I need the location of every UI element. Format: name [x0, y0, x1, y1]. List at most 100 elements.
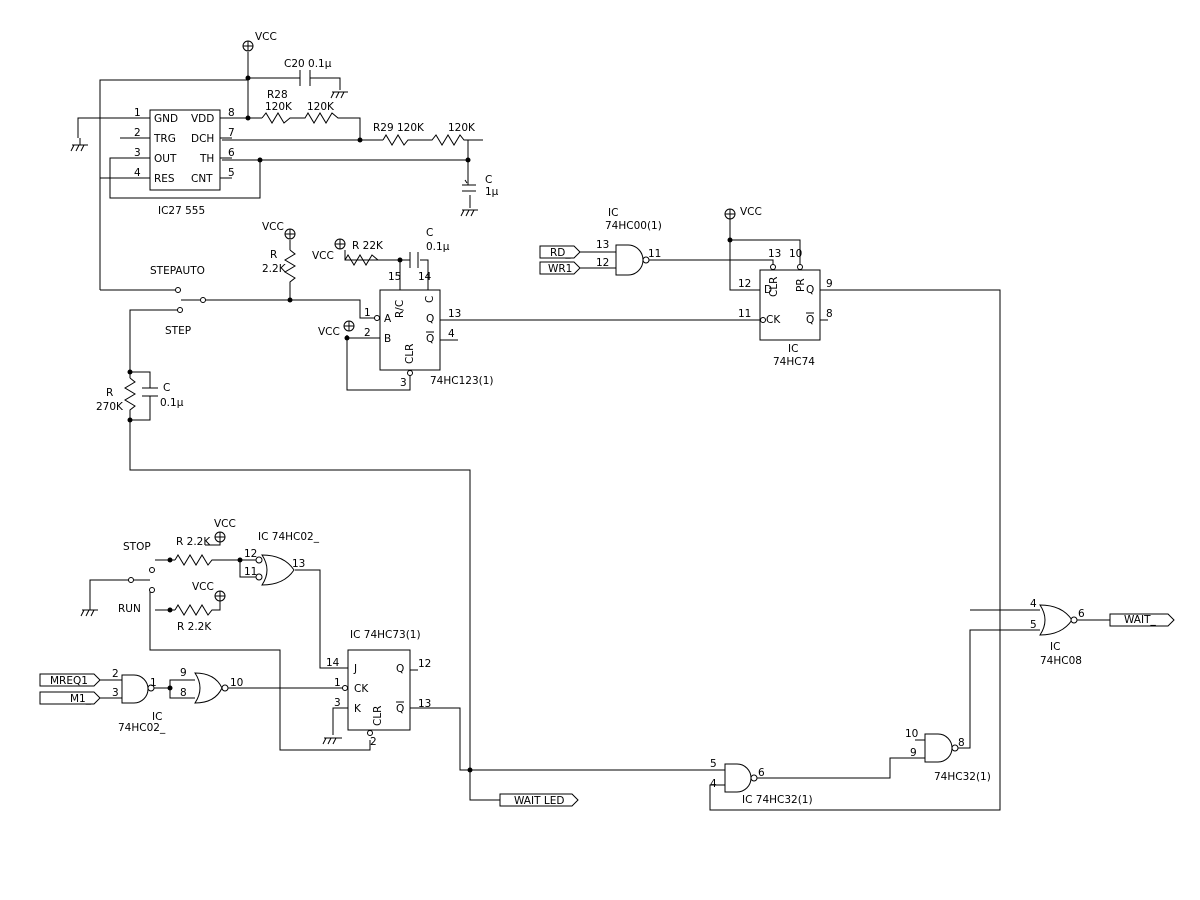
component-label: C20 0.1μ: [284, 58, 332, 70]
pin-number: 12: [596, 257, 609, 269]
signal-label: RD_: [550, 247, 571, 259]
pin-number: 5: [228, 167, 235, 179]
pin-number: 3: [400, 377, 407, 389]
ground-symbol: [460, 209, 478, 217]
component-value: 0.1μ: [426, 241, 450, 253]
pin-number: 6: [228, 147, 235, 159]
pin-name: Q: [396, 663, 404, 675]
pin-number: 13: [292, 558, 305, 570]
pin-name: A: [384, 313, 392, 325]
component-value: 120K: [265, 101, 293, 113]
pin-name: R/C: [394, 300, 406, 318]
ic-74hc123: 1 2 15 14 13 4 3 A B Q Q R/C C CLR 74HC1…: [364, 271, 494, 389]
pin-name: CLR: [372, 706, 384, 726]
signal-wait-led: WAIT LED: [499, 793, 579, 807]
pin-name: CNT: [191, 173, 213, 185]
component-value: 120K: [448, 122, 476, 134]
component-value: 2.2K: [262, 263, 287, 275]
ground-symbol: [70, 144, 88, 152]
pin-number: 1: [364, 307, 371, 319]
vcc-label: VCC: [255, 31, 277, 43]
pin-number: 5: [710, 758, 717, 770]
component-label: R 22K: [352, 240, 384, 252]
capacitor-monostable: C 0.1μ: [409, 227, 450, 268]
vcc-symbol: VCC: [318, 320, 355, 338]
component-label: C: [163, 382, 170, 394]
component-label: R 2.2K: [176, 536, 211, 548]
pin-number: 12: [244, 548, 257, 560]
pin-name: TH: [199, 153, 214, 165]
pin-number: 12: [418, 658, 431, 670]
pin-name: GND: [154, 113, 178, 125]
wires: [77, 52, 1110, 811]
component-label: R: [106, 387, 113, 399]
vcc-label: VCC: [312, 250, 334, 262]
pin-name: CK: [766, 314, 781, 326]
signal-label: WAIT LED: [514, 795, 564, 807]
pin-number: 9: [910, 747, 917, 759]
junction-dots: [127, 75, 733, 773]
ic-label: 74HC32(1): [934, 771, 991, 783]
vcc-symbol: VCC: [262, 221, 296, 240]
pin-number: 14: [418, 271, 432, 283]
signal-wr: WR1: [539, 261, 581, 275]
signal-label: M1_: [70, 693, 92, 705]
pin-number: 7: [228, 127, 235, 139]
pin-name: CLR: [768, 277, 780, 297]
ic-label: IC 74HC32(1): [742, 794, 813, 806]
pin-name: J: [353, 663, 357, 675]
signal-label: MREQ1: [50, 675, 88, 687]
resistor-debounce: R 270K: [96, 377, 136, 415]
pin-name: Q: [806, 314, 814, 326]
ic-74hc32-a: 10 9 8 74HC32(1): [905, 728, 991, 783]
pin-number: 11: [648, 248, 661, 260]
ic-label: 74HC00(1): [605, 220, 662, 232]
signal-mreq: MREQ1: [39, 673, 101, 687]
component-label: C: [426, 227, 433, 239]
ic-label: IC: [788, 343, 798, 355]
component-label: R: [270, 249, 277, 261]
ic-74hc02-top: IC 74HC02_ 12 11 13: [244, 531, 320, 586]
vcc-symbol: VCC: [242, 31, 277, 52]
ground-symbol: [80, 609, 98, 617]
signal-wait: WAIT_: [1109, 613, 1175, 627]
pin-number: 8: [826, 308, 833, 320]
pin-number: 13: [418, 698, 431, 710]
ic-label: IC: [152, 711, 162, 723]
pin-number: 15: [388, 271, 401, 283]
pin-number: 2: [370, 736, 377, 748]
pin-number: 11: [244, 566, 257, 578]
ic-label: IC: [608, 207, 618, 219]
vcc-label: VCC: [740, 206, 762, 218]
ic-label: IC 74HC02_: [258, 531, 320, 543]
pin-number: 1: [150, 677, 157, 689]
ic-label: 74HC74: [773, 356, 815, 368]
pin-name: CLR: [404, 344, 416, 364]
switch-step-auto: STEPAUTO STEP: [150, 265, 206, 337]
component-value: 1μ: [485, 186, 499, 198]
pin-name: C: [424, 296, 436, 303]
signal-m1: M1_: [39, 691, 101, 705]
ic-74hc00: IC 74HC00(1) 13 12 11: [596, 207, 662, 276]
pin-name: TRG: [153, 133, 176, 145]
pin-number: 13: [768, 248, 781, 260]
signal-label: WAIT_: [1124, 614, 1157, 626]
switch-label: STEP: [165, 325, 191, 337]
switch-label: STEPAUTO: [150, 265, 205, 277]
pin-name: PR: [795, 278, 807, 292]
switch-label: RUN: [118, 603, 141, 615]
vcc-symbol: VCC: [724, 206, 762, 220]
ground-symbol: [330, 91, 348, 99]
ic-label: IC 74HC73(1): [350, 629, 421, 641]
vcc-symbol: VCC: [312, 238, 346, 262]
resistor-run: R 2.2K: [174, 604, 215, 633]
pin-number: 2: [112, 668, 119, 680]
resistor-monostable: R 22K: [344, 240, 384, 266]
pin-number: 6: [1078, 608, 1085, 620]
pin-number: 10: [905, 728, 918, 740]
ic-74hc08: 4 5 6 IC 74HC08: [1030, 598, 1085, 667]
vcc-label: VCC: [214, 518, 236, 530]
pin-number: 6: [758, 767, 765, 779]
resistor-stop: R 2.2K: [174, 536, 215, 566]
pin-number: 4: [448, 328, 455, 340]
